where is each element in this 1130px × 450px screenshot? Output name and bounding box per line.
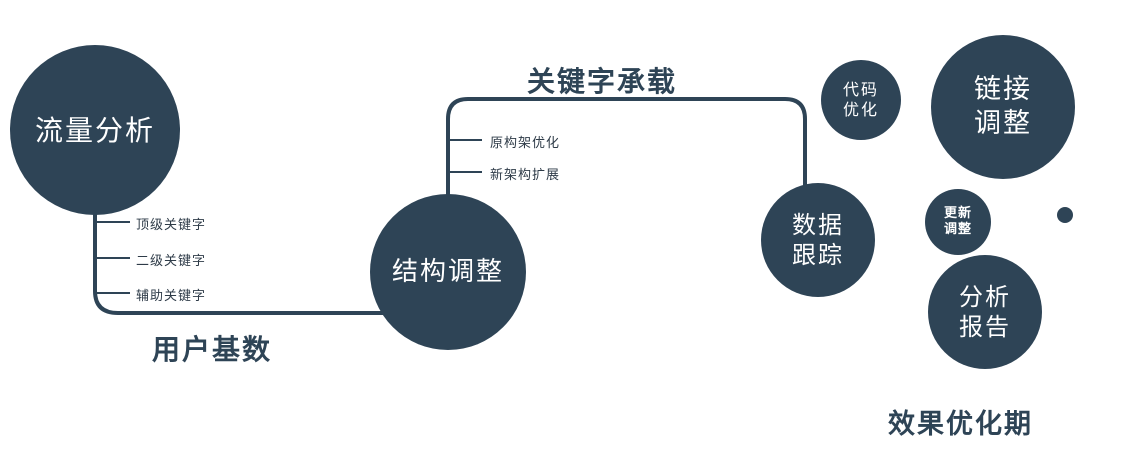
edge-label-user-base: 用户基数 (152, 333, 273, 366)
caption-effect-optimization-period: 效果优化期 (888, 409, 1033, 440)
node-data-tracking-line1: 数据 (792, 211, 844, 239)
node-code-optimization: 代码 优化 (821, 60, 901, 140)
branch-label-original-architecture: 原构架优化 (490, 136, 561, 151)
node-code-optimization-line1: 代码 (842, 80, 879, 99)
node-structure-adjustment-label: 结构调整 (391, 256, 504, 287)
branch-label-aux-keyword: 辅助关键字 (136, 289, 207, 304)
node-update-adjustment: 更新 调整 (925, 189, 991, 255)
node-structure-adjustment: 结构调整 (370, 194, 526, 350)
branch-label-top-keyword: 顶级关键字 (136, 218, 207, 233)
node-code-optimization-line2: 优化 (842, 100, 879, 119)
node-link-adjustment-line2: 调整 (974, 108, 1032, 139)
small-dot-marker (1057, 207, 1073, 223)
node-analysis-report-line2: 报告 (959, 313, 1011, 341)
node-analysis-report: 分析 报告 (928, 255, 1042, 369)
branch-label-second-keyword: 二级关键字 (136, 254, 207, 269)
node-update-adjustment-line1: 更新 (943, 205, 972, 221)
branch-label-new-architecture: 新架构扩展 (490, 168, 561, 183)
edge-traffic-to-structure (93, 190, 448, 315)
edge-structure-to-tracking (446, 97, 807, 272)
node-data-tracking-line2: 跟踪 (792, 241, 844, 269)
node-update-adjustment-line2: 调整 (943, 222, 972, 237)
node-traffic-analysis: 流量分析 (10, 45, 180, 215)
edge-label-keyword-carry: 关键字承载 (527, 65, 678, 98)
node-data-tracking: 数据 跟踪 (761, 183, 875, 297)
node-link-adjustment: 链接 调整 (931, 35, 1075, 179)
node-link-adjustment-line1: 链接 (974, 74, 1032, 106)
node-analysis-report-line1: 分析 (959, 283, 1011, 311)
node-traffic-analysis-label: 流量分析 (34, 113, 155, 147)
